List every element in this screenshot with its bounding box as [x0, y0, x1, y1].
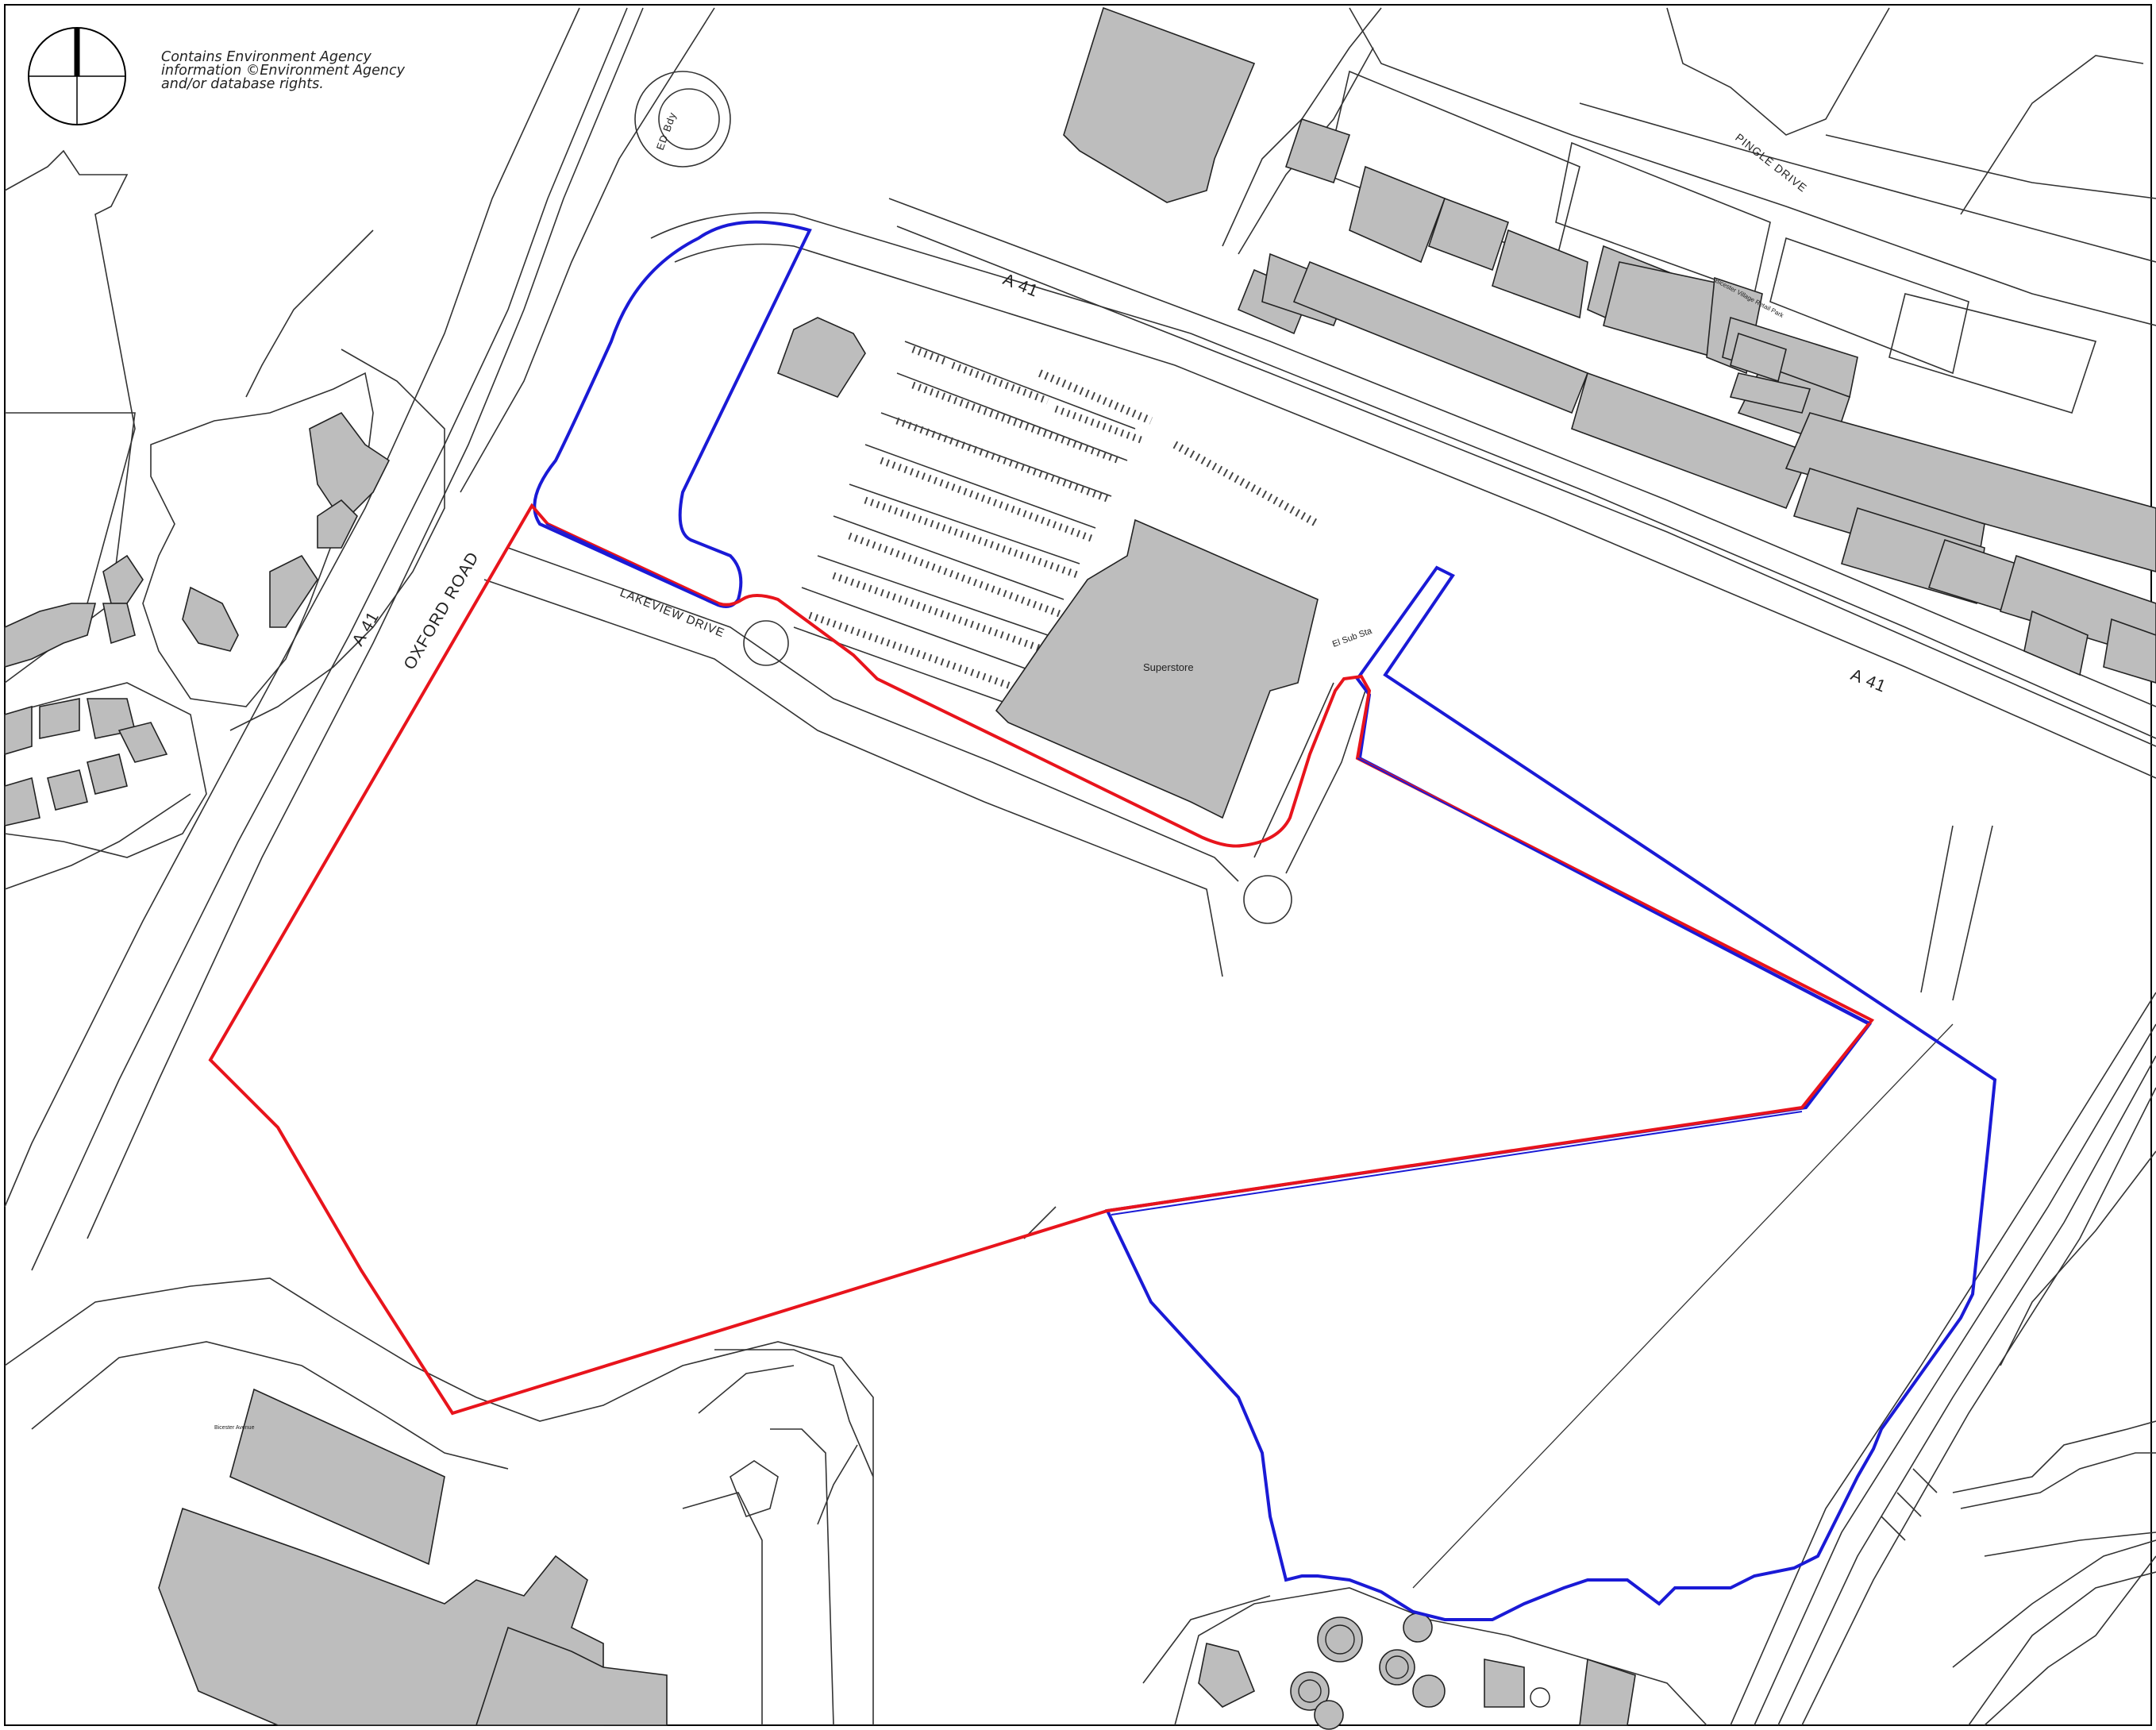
- sewage-tanks: [1298, 1624, 1550, 1708]
- label-el-sub-sta: El Sub Sta: [1331, 626, 1374, 649]
- label-superstore: Superstore: [1143, 661, 1194, 673]
- attribution-text: Contains Environment Agency information …: [161, 49, 423, 92]
- label-depot: Bicester Avenue: [214, 1425, 255, 1431]
- attribution-line-1: Contains Environment Agency: [161, 49, 372, 65]
- attribution-line-3: and/or database rights.: [161, 76, 324, 92]
- attribution-line-2: information ©Environment Agency: [161, 63, 405, 79]
- superstore-building: [995, 518, 1319, 819]
- red-boundary-site: [208, 503, 1875, 1416]
- road-label-a41-west: A 41: [348, 608, 383, 649]
- blue-boundary-north: [533, 220, 812, 608]
- blue-boundary-east: [1105, 565, 1997, 1621]
- buildings: [4, 6, 2156, 1730]
- road-label-lakeview-drive: LAKEVIEW DRIVE: [618, 586, 727, 640]
- road-label-a41-east: A 41: [1848, 665, 1888, 696]
- map-frame: [4, 4, 2152, 1726]
- base-map-linework: [4, 7, 2156, 1726]
- road-label-pingle-drive: PINGLE DRIVE: [1733, 131, 1810, 195]
- north-arrow-icon: [28, 27, 126, 125]
